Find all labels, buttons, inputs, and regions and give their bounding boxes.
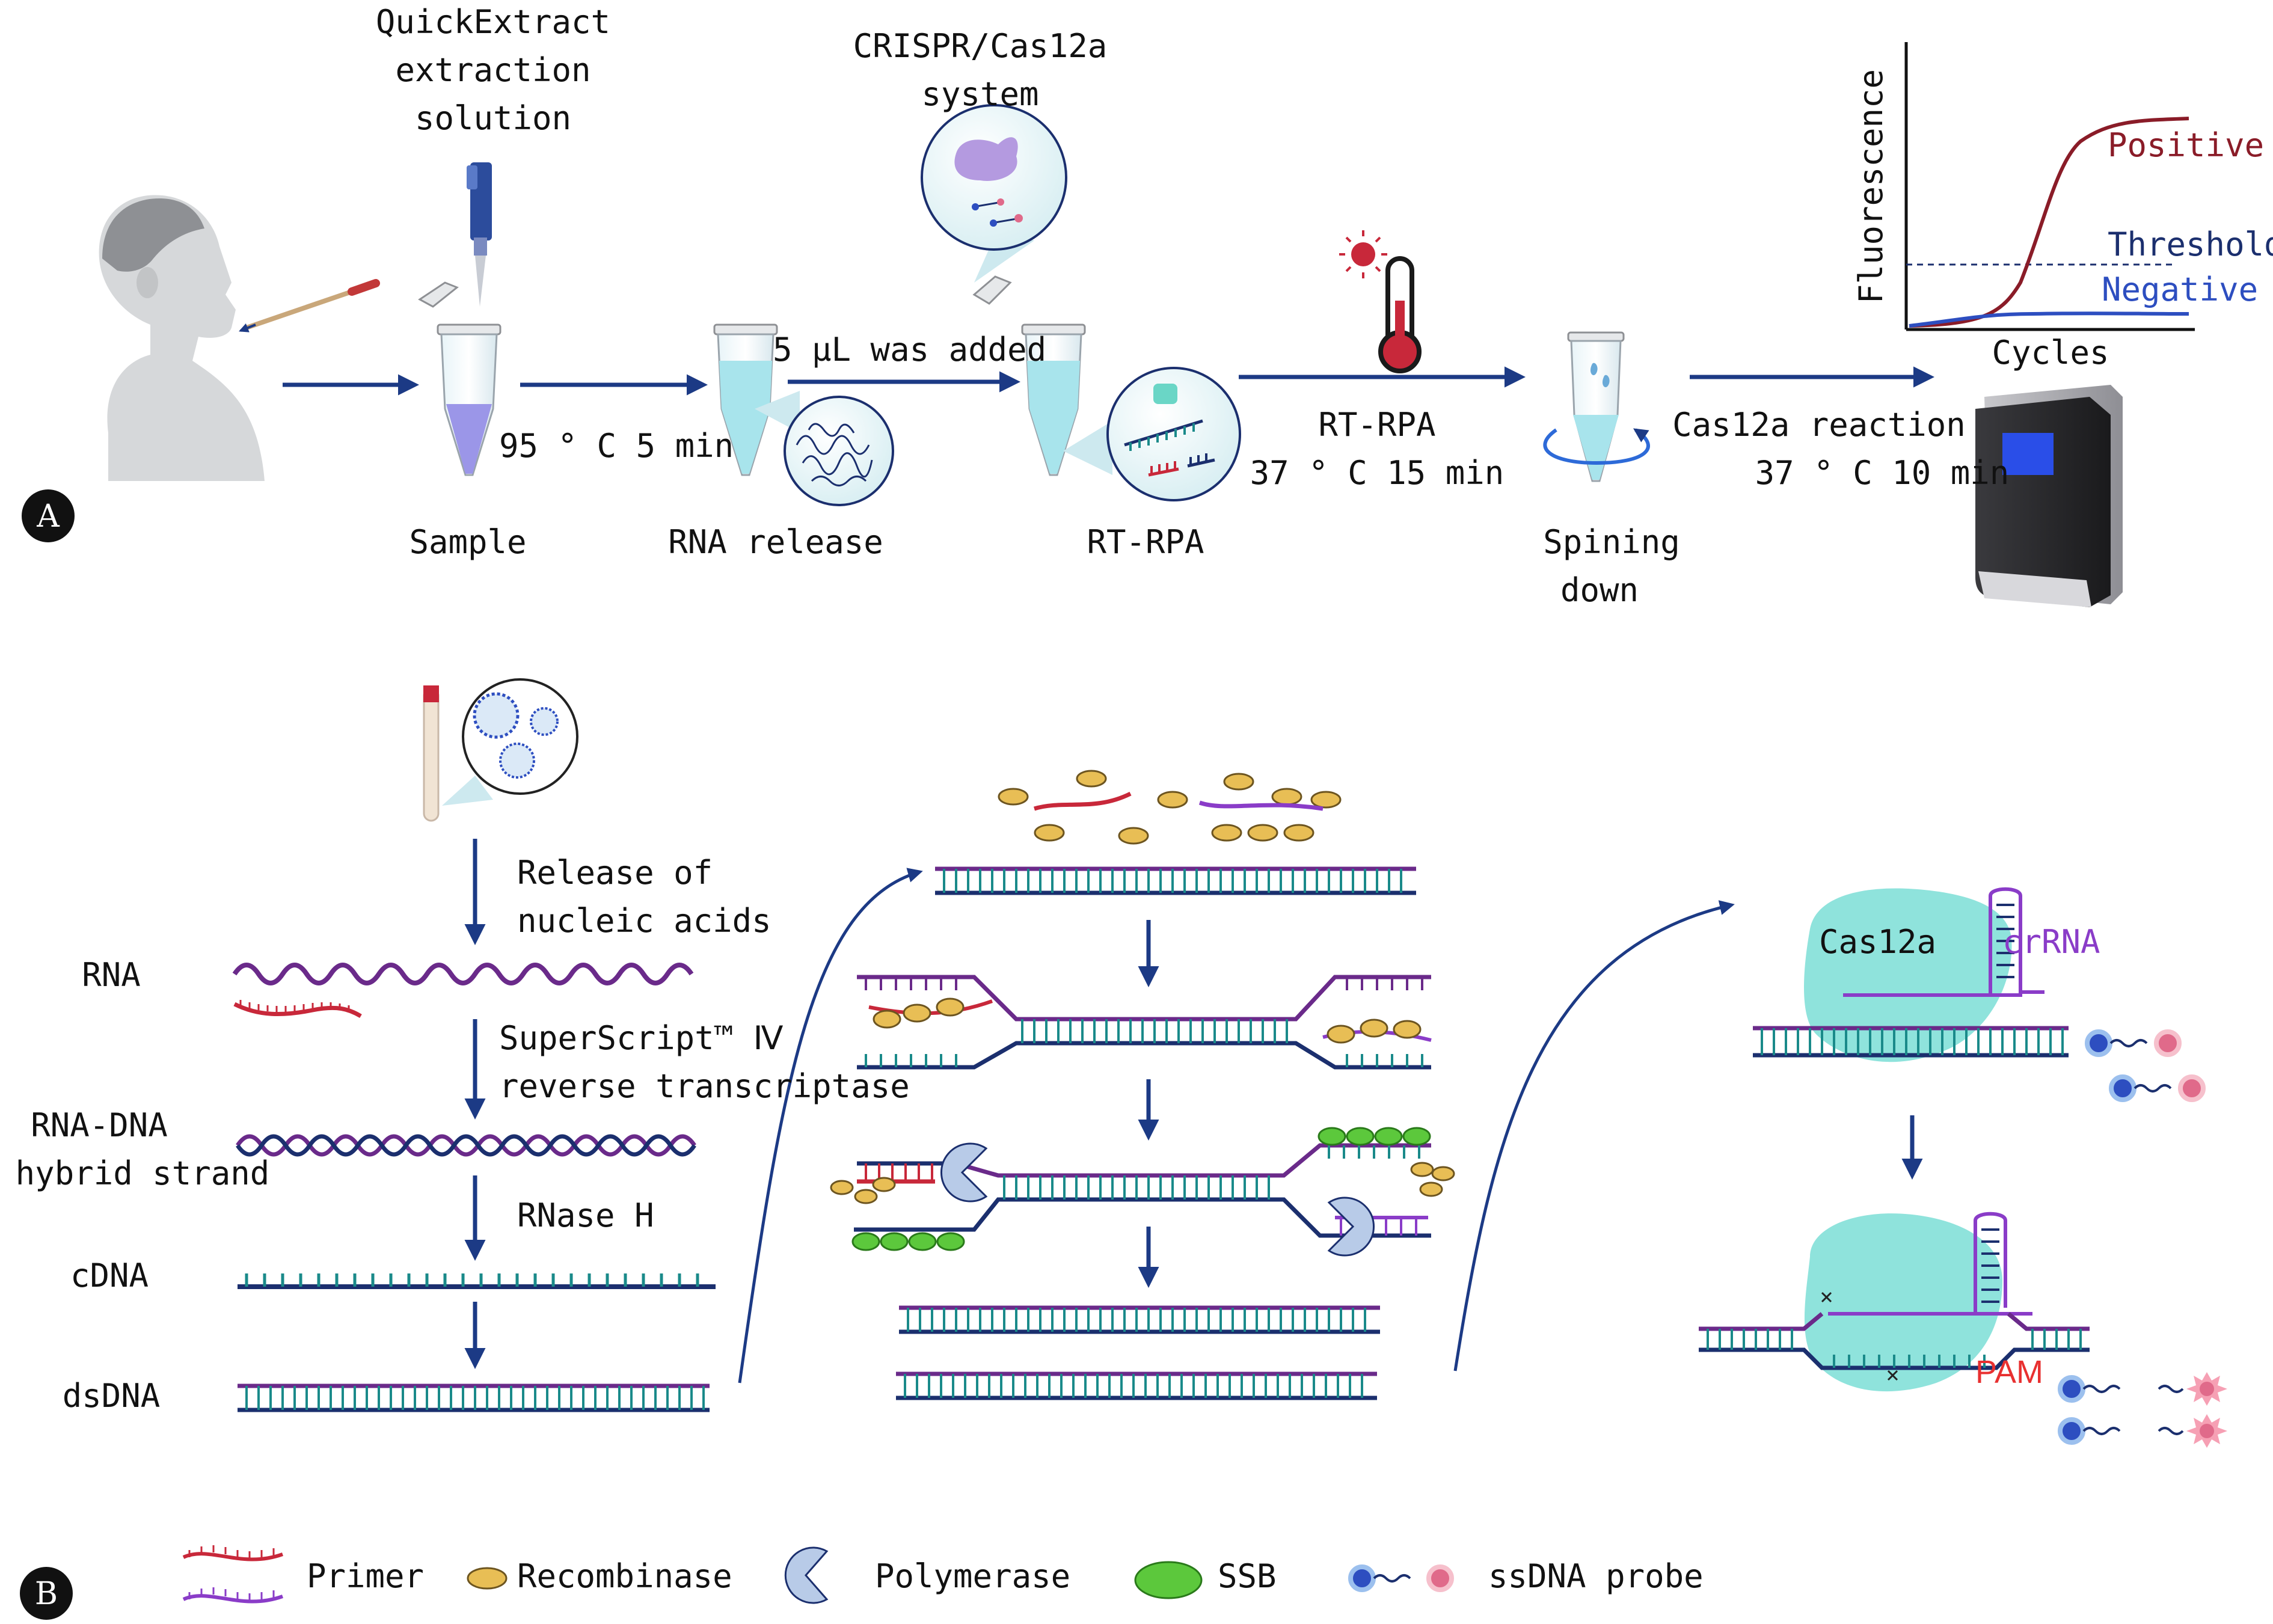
badge-a: A [36, 498, 60, 535]
cas-step-label-1: Cas12a reaction [1672, 406, 1966, 444]
legend-polymerase-icon [784, 1546, 829, 1604]
stage-spinning-2: down [1560, 571, 1639, 609]
rpa-extension [830, 1127, 1455, 1257]
legend-recombinase: Recombinase [517, 1557, 732, 1595]
curve-arrow-right [1453, 900, 1735, 1371]
label-rna: RNA [82, 956, 141, 994]
label-cas12a: Cas12a [1819, 923, 1936, 961]
label-dsdna: dsDNA [63, 1377, 161, 1415]
cdna-strand [238, 1273, 716, 1289]
label-cdna: cDNA [70, 1257, 149, 1295]
cas12a-complex-bottom [1699, 1212, 2090, 1392]
rt-label-2: reverse transcriptase [499, 1067, 910, 1105]
virus-sample-icon [423, 678, 578, 822]
tube-rna-release [713, 323, 778, 476]
curve-arrow-left [738, 868, 923, 1383]
tube-spinning [1543, 331, 1650, 482]
swab-icon [239, 279, 380, 332]
instrument-icon [1975, 385, 2123, 607]
panel-b: Release of nucleic acids SuperScript™ Ⅳ … [16, 678, 2227, 1620]
curve-negative-label: Negative [2102, 271, 2258, 308]
tube-rt-rpa [972, 275, 1086, 476]
label-hybrid-1: RNA-DNA [31, 1106, 168, 1144]
curve-positive-label: Positive [2108, 126, 2264, 164]
panel-a: QuickExtract extraction solution CRISPR/… [22, 3, 2273, 609]
hybrid-strand-navy [236, 1134, 696, 1157]
legend: Primer Recombinase Polymerase SSB ssDNA … [182, 1545, 1704, 1604]
crispr-label-2: system [921, 75, 1038, 113]
legend-polymerase: Polymerase [875, 1557, 1070, 1595]
badge-b: B [35, 1576, 58, 1612]
hybrid-strand-purple [236, 1134, 696, 1157]
crispr-bubble [921, 104, 1067, 283]
primer-red-strand [233, 1002, 362, 1019]
rpa-strand-invasion [857, 975, 1432, 1070]
rna-strand [232, 963, 694, 985]
rpa-recombinase-cluster [998, 770, 1342, 845]
stage-sample: Sample [409, 523, 526, 561]
release-label-2: nucleic acids [517, 902, 771, 940]
pipette-icon [467, 162, 492, 307]
ssdna-probes-intact [2085, 1029, 2206, 1102]
reagent-label-2: extraction [395, 51, 590, 89]
ssdna-probes-cleaved [2058, 1372, 2227, 1448]
legend-ssdna-probe: ssDNA probe [1488, 1557, 1704, 1595]
badge-b-circle [20, 1567, 73, 1620]
volume-step-label: 5 μL was added [773, 331, 1046, 369]
reagent-label-1: QuickExtract [376, 3, 610, 41]
legend-primer: Primer [307, 1557, 424, 1595]
legend-recombinase-icon [467, 1567, 508, 1590]
badge-a-circle [22, 489, 75, 542]
legend-ssb: SSB [1218, 1557, 1277, 1595]
tube-sample [418, 281, 502, 476]
heat-step-label: 95 ° C 5 min [499, 427, 734, 465]
curve-chart [1904, 42, 2195, 331]
label-pam: PAM [1975, 1354, 2043, 1390]
label-crrna: crRNA [2002, 923, 2100, 961]
rna-release-bubble [755, 391, 894, 506]
curve-x-axis-label: Cycles [1992, 334, 2109, 372]
rpa-products [896, 1305, 1380, 1400]
cas12a-complex-top [1753, 887, 2069, 1062]
legend-ssb-icon [1134, 1561, 1203, 1599]
dsdna-strand [238, 1383, 710, 1412]
release-label-1: Release of [517, 854, 713, 892]
stage-spinning-1: Spining [1543, 523, 1680, 561]
negative-curve [1909, 311, 2189, 328]
stage-rt-rpa: RT-RPA [1087, 523, 1204, 561]
rt-label-1: SuperScript™ Ⅳ [499, 1019, 784, 1057]
cas-step-label-2: 37 ° C 10 min [1755, 454, 2010, 492]
rnase-label: RNase H [517, 1197, 654, 1234]
person-illustration [99, 195, 265, 481]
legend-ssdna-probe-icon [1348, 1564, 1454, 1592]
curve-y-axis-label: Fluorescence [1852, 69, 1890, 304]
curve-threshold-label: Threshold [2108, 225, 2273, 263]
stage-rna-release: RNA release [668, 523, 883, 561]
crispr-label-1: CRISPR/Cas12a [853, 27, 1108, 65]
legend-primer-icon [182, 1552, 284, 1561]
rpa-step-label-2: 37 ° C 15 min [1250, 454, 1505, 492]
thermometer-icon [1339, 230, 1422, 373]
label-hybrid-2: hybrid strand [16, 1154, 270, 1192]
rpa-dsdna-top [935, 866, 1416, 895]
rpa-step-label-1: RT-RPA [1318, 406, 1435, 444]
rt-rpa-bubble [1063, 367, 1241, 501]
reagent-label-3: solution [415, 99, 571, 137]
